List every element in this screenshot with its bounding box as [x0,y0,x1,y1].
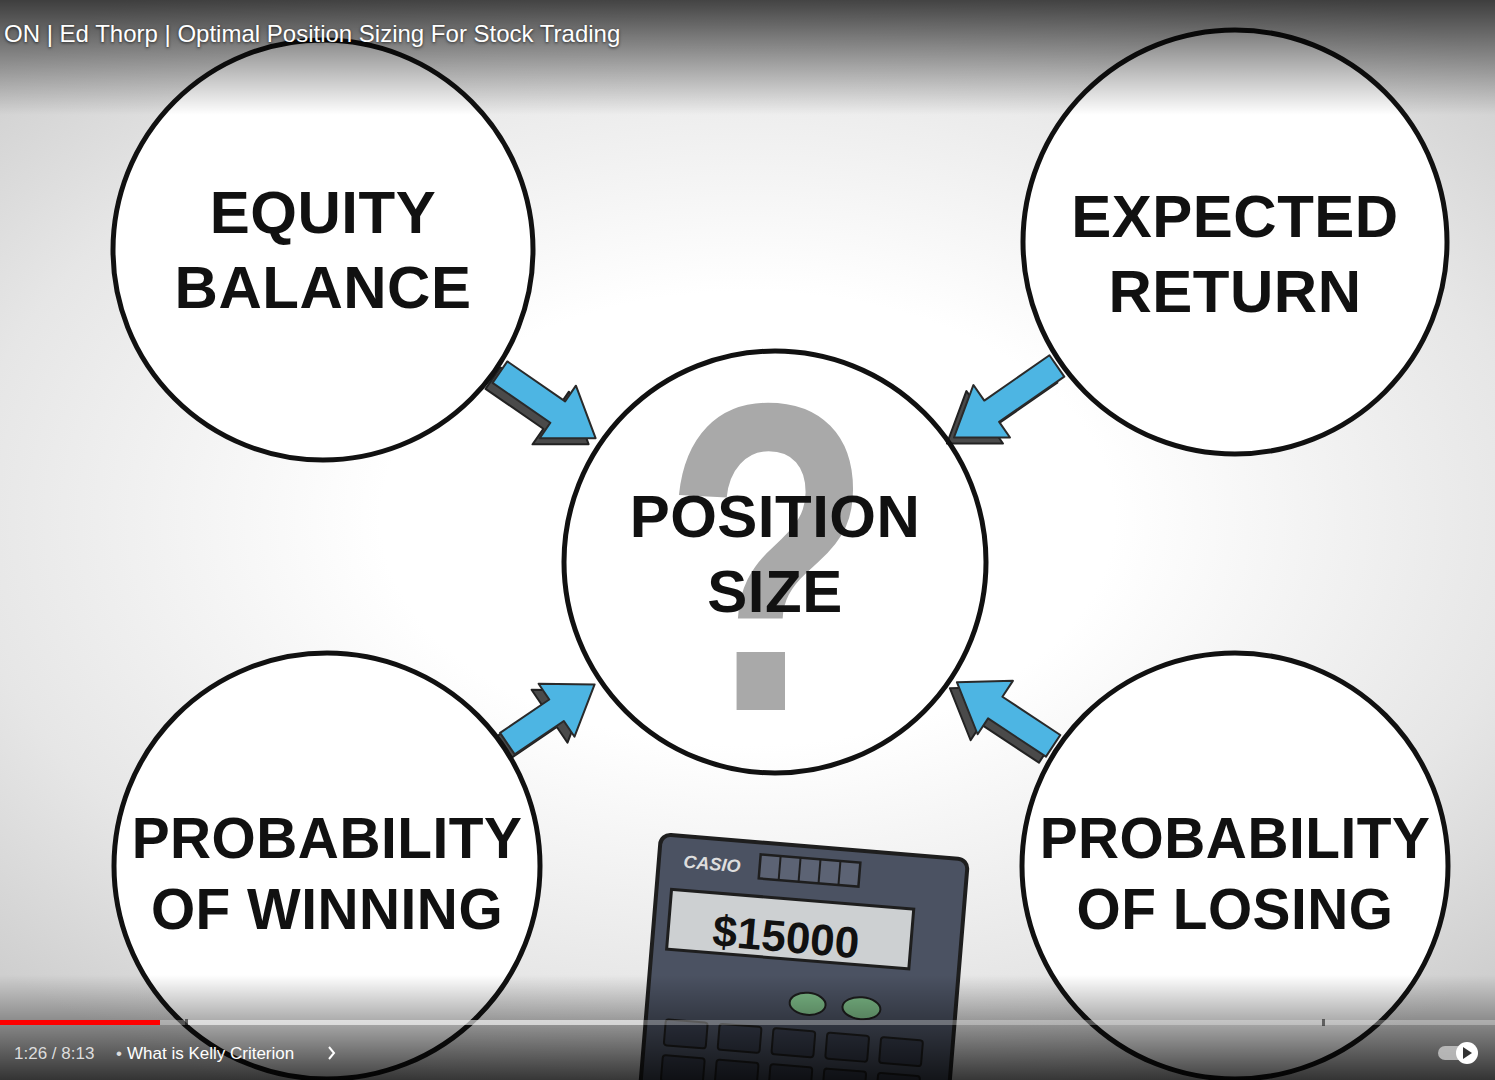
brand-name: CASIO [683,853,741,876]
circle-label: PROBABILITY OF LOSING [1030,803,1440,945]
circle-label: PROBABILITY OF WINNING [122,803,532,945]
autoplay-toggle [1438,1046,1474,1060]
concept-circle: POSITION SIZE [561,348,989,776]
solar-panel [759,854,861,886]
circle-shape [114,653,540,1079]
circle-shape [113,40,533,460]
concept-circle: PROBABILITY OF WINNING [111,650,543,1080]
circle-content: POSITION SIZE [561,348,989,776]
chevron-icon [329,1047,334,1059]
circle-shape [1023,30,1447,454]
arrow-face [954,355,1064,437]
progress-buffer [188,1020,643,1025]
block-arrow [493,684,595,761]
bottom-shade [0,975,1495,1080]
autoplay-knob [1456,1042,1478,1064]
circle-outline [110,37,536,463]
circle-content: PROBABILITY OF LOSING [1019,650,1451,1080]
video-time: 1:26 / 8:13 [14,1045,94,1062]
chapter-gap [1322,1019,1325,1026]
green-key [789,991,827,1016]
circle-label: POSITION SIZE [570,479,980,629]
video-title: ON | Ed Thorp | Optimal Position Sizing … [4,22,620,46]
block-arrow [486,361,596,444]
chapter-title: What is Kelly Criterion [127,1045,294,1062]
calculator-body [635,834,968,1080]
circle-content: EQUITY BALANCE [110,37,536,463]
calculator-screen [667,889,914,969]
chapter-gap [185,1019,188,1026]
concept-circle: EXPECTED RETURN [1020,27,1450,457]
circle-label: EQUITY BALANCE [118,175,528,325]
circle-content: EXPECTED RETURN [1020,27,1450,457]
separator-dot: • [116,1045,122,1062]
circle-shape [564,351,986,773]
play-icon [1463,1047,1472,1059]
progress-track [0,1020,1495,1025]
progress-played [0,1020,160,1025]
concept-circle: PROBABILITY OF LOSING [1019,650,1451,1080]
concept-circle: EQUITY BALANCE [110,37,536,463]
green-key [842,996,882,1021]
arrow-face [957,681,1060,757]
block-arrow [947,355,1064,443]
calculator-keys [661,1019,923,1080]
block-arrow [950,681,1060,763]
circle-label: EXPECTED RETURN [1030,179,1440,329]
arrow-face [500,684,595,755]
top-shade [0,0,1495,115]
circle-content: PROBABILITY OF WINNING [111,650,543,1080]
arrow-face [493,361,596,438]
circle-shape [1022,653,1448,1079]
